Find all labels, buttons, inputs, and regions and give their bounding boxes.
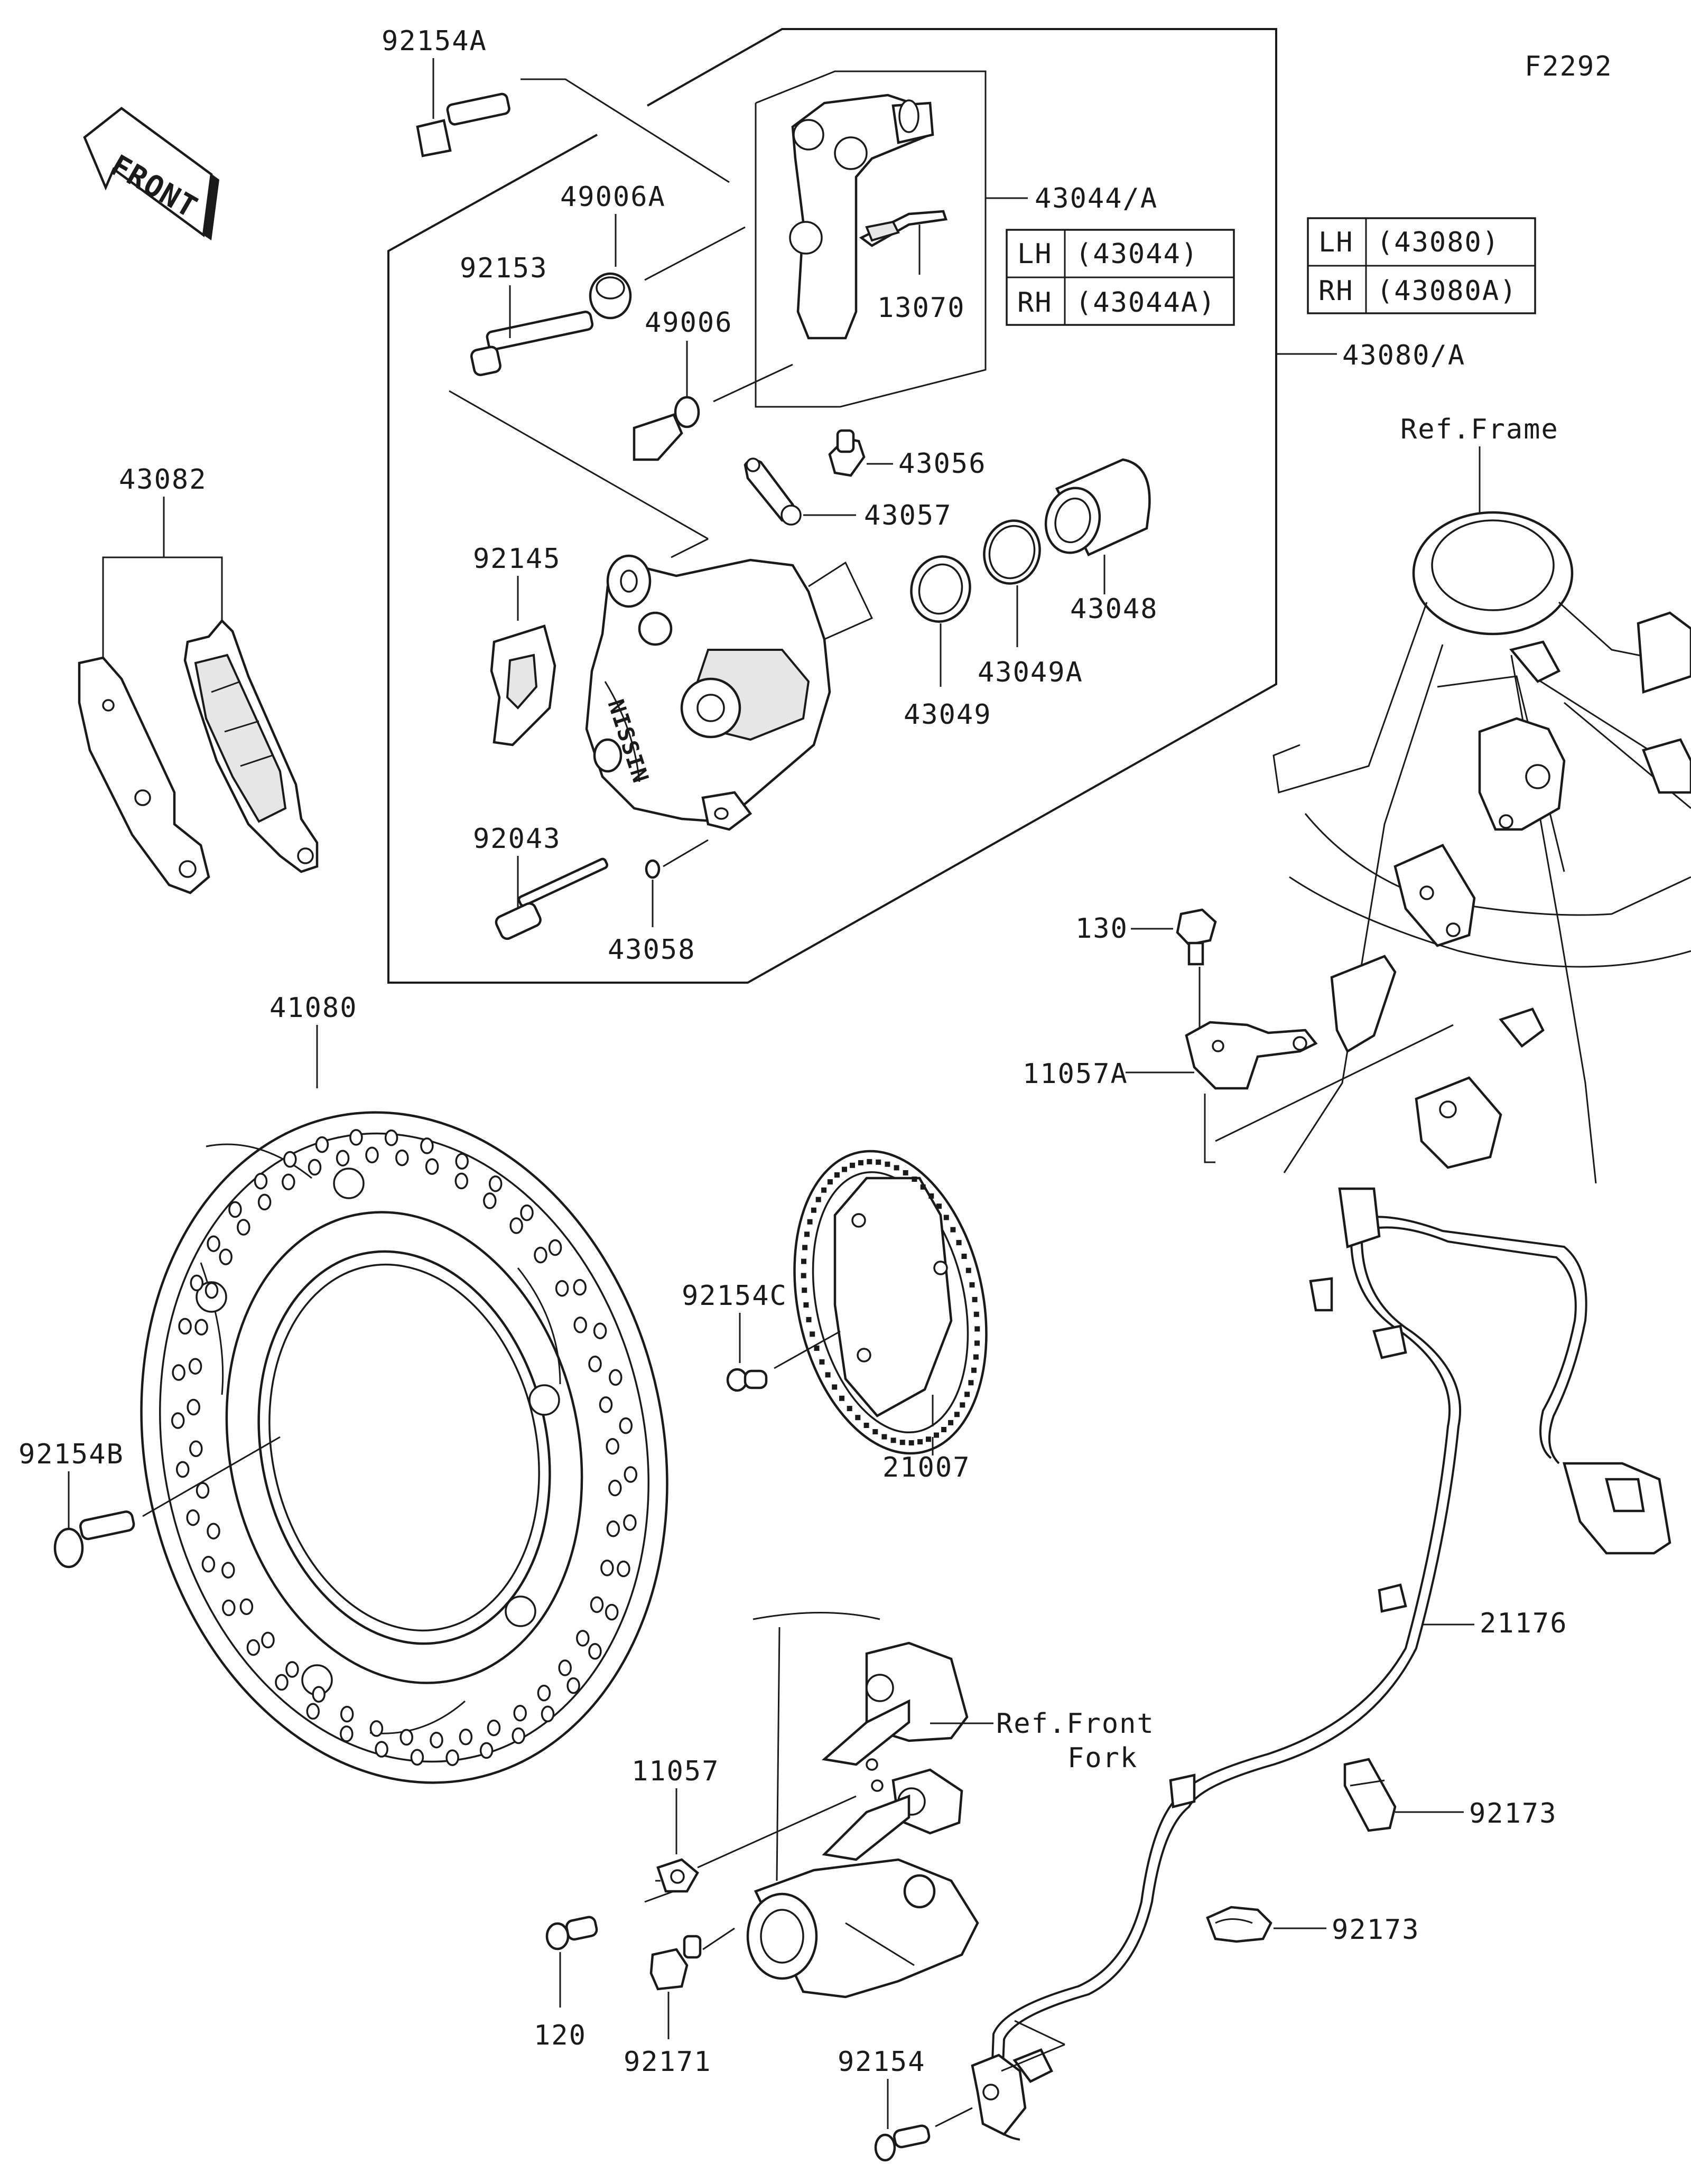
clip-92171 [649,1935,702,1991]
seal-43049 [910,555,971,623]
part-label-11057A: 11057A [1023,1058,1128,1090]
part-label-43056: 43056 [898,448,987,480]
table-bracket-side-rh: RH [1017,287,1053,319]
table-bracket-code-lh: (43044) [1075,238,1198,270]
brake-disc-holes [171,1129,638,1766]
part-label-43049A: 43049A [978,657,1083,688]
piston-43048 [1044,458,1151,556]
caliper-assembly-outline [387,28,1277,984]
brake-pad-back-43082 [78,656,210,894]
bolt-120 [545,1916,598,1950]
front-arrow-icon: FRONT [83,107,219,240]
table-caliper-bracket: LH (43044) RH (43044A) [1006,229,1235,326]
diagram-code: F2292 [1525,51,1613,82]
table-assy-code-lh: (43080) [1377,227,1500,258]
caliper-bracket-43044 [789,94,934,340]
ref-frame-label: Ref.Frame [1400,414,1559,445]
table-bracket-code-rh: (43044A) [1075,287,1216,319]
part-label-92154C: 92154C [682,1280,787,1312]
part-label-92153: 92153 [460,253,548,284]
part-label-92145: 92145 [473,543,561,575]
clamp-92173-lower [1206,1906,1272,1943]
boot-49006 [633,396,700,461]
clamp-11057A [1185,1021,1318,1090]
part-label-11057: 11057 [631,1756,720,1787]
part-label-41080: 41080 [270,992,358,1024]
bolt-130 [1176,908,1217,966]
part-label-13070: 13070 [877,292,965,324]
part-label-92154B: 92154B [18,1439,124,1470]
ref-front-fork-label-1: Ref.Front [996,1708,1155,1740]
bracket-outline [755,70,987,408]
bleeder-valve-43056 [828,429,866,477]
part-label-92173-lower: 92173 [1332,1914,1420,1946]
clamp-11057 [656,1858,699,1893]
part-label-43080A: 43080/A [1342,340,1465,371]
clip-43058 [645,859,661,879]
pad-spring-92145 [490,624,556,746]
part-label-21007: 21007 [882,1452,971,1483]
table-assy-side-lh: LH [1318,227,1354,258]
part-label-49006A: 49006A [560,181,666,213]
part-label-43058: 43058 [608,934,696,966]
seal-43049A [983,519,1041,585]
part-label-92173-upper: 92173 [1469,1798,1557,1830]
part-label-92171: 92171 [624,2046,712,2078]
clamp-92173-upper [1343,1758,1397,1832]
part-label-130: 130 [1075,913,1128,945]
bolt-92154B [53,1510,135,1569]
brake-disc-41080 [140,1111,668,1784]
part-label-21176: 21176 [1480,1608,1568,1639]
part-label-92154A: 92154A [382,25,487,57]
part-label-92043: 92043 [473,823,561,855]
part-label-43057: 43057 [864,500,952,531]
bolt-92154C [726,1368,768,1392]
table-assy-code-rh: (43080A) [1377,275,1517,307]
bleeder-cap-43057 [744,458,802,526]
bolt-92154A [416,92,510,157]
part-label-43044A: 43044/A [1035,183,1158,214]
part-label-43082: 43082 [119,464,207,496]
table-assy-side-rh: RH [1318,275,1354,307]
sensor-rotor-21007 [793,1150,988,1455]
part-label-43048: 43048 [1070,593,1158,625]
part-label-43049: 43049 [904,699,992,731]
table-caliper-assembly: LH (43080) RH (43080A) [1307,217,1536,314]
front-fork-reference [746,1612,979,1999]
pin-92153 [470,311,594,376]
part-label-120: 120 [534,2020,587,2051]
part-label-92154: 92154 [838,2046,926,2078]
part-label-49006: 49006 [645,307,733,339]
sensor-rotor-teeth [801,1159,980,1446]
brake-caliper-43080: NISSIN [585,554,831,831]
ref-front-fork-label-2: Fork [1067,1742,1138,1774]
pad-spring-13070 [859,210,947,247]
pad-pin-92043 [495,857,609,940]
frame-reference [1215,511,1691,1184]
abs-sensor-21176 [971,1187,1671,2141]
brake-pad-front-43082 [183,619,319,873]
table-bracket-side-lh: LH [1017,238,1053,270]
bolt-92154 [874,2124,931,2162]
piston-exploded-line [808,561,874,640]
boot-49006A [589,272,632,320]
